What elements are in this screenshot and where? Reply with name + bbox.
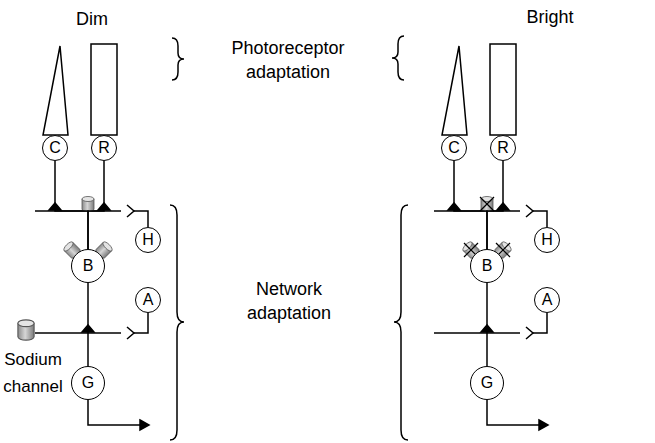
dendrite-bar: [434, 332, 520, 334]
cell-letter: A: [542, 291, 553, 309]
cell-circle: G: [470, 366, 504, 400]
cell-letter: A: [143, 291, 154, 309]
process-fork: [526, 205, 533, 217]
cell-letter: G: [481, 374, 493, 392]
cell-letter: G: [82, 374, 94, 392]
cell-circle: G: [71, 366, 105, 400]
process-fork: [127, 205, 134, 217]
cone-outer-segment: [442, 46, 467, 135]
cell-letter: H: [541, 231, 553, 249]
rod-outer-segment: [91, 44, 117, 135]
process-fork: [526, 327, 533, 339]
output-arrowhead: [539, 420, 548, 430]
cell-letter: B: [83, 257, 94, 275]
cell-circle: B: [470, 249, 504, 283]
synaptic-connection: [487, 161, 503, 249]
sodium-channel: [481, 197, 493, 212]
synaptic-connection: [87, 283, 89, 366]
synaptic-connection: [88, 161, 104, 249]
cell-letter: B: [482, 257, 493, 275]
cell-circle: C: [441, 135, 467, 161]
synaptic-connection: [486, 283, 488, 366]
cell-letter: R: [497, 139, 509, 157]
text-label: Dim: [52, 7, 132, 31]
horizontal-cell-process: [533, 211, 547, 227]
cell-letter: C: [448, 139, 460, 157]
amacrine-cell-process: [134, 313, 148, 333]
cone-outer-segment: [43, 46, 68, 135]
dendrite-bar: [35, 332, 121, 334]
brace: [170, 36, 408, 440]
cell-circle: A: [534, 287, 560, 313]
cell-circle: H: [135, 227, 161, 253]
dim-circuit: [35, 44, 149, 430]
output-arrowhead: [140, 420, 149, 430]
cell-circle: R: [490, 135, 516, 161]
text-label: Photoreceptor adaptation: [210, 36, 366, 84]
rod-outer-segment: [490, 44, 516, 135]
amacrine-cell-process: [533, 313, 547, 333]
legend-sodium-channel: [18, 320, 34, 340]
sodium-channel: [82, 197, 94, 212]
cell-letter: R: [98, 139, 110, 157]
process-fork: [127, 327, 134, 339]
output-line: [88, 400, 140, 425]
synaptic-connection: [55, 161, 88, 249]
legend-label: Sodium channel: [0, 346, 66, 400]
synaptic-connection: [454, 161, 487, 249]
cell-letter: C: [49, 139, 61, 157]
text-label: Network adaptation: [222, 277, 356, 325]
output-line: [487, 400, 539, 425]
horizontal-cell-process: [134, 211, 148, 227]
text-label: Bright: [500, 5, 600, 29]
cell-circle: B: [71, 249, 105, 283]
cell-letter: H: [142, 231, 154, 249]
cell-circle: R: [91, 135, 117, 161]
cell-circle: C: [42, 135, 68, 161]
cell-circle: H: [534, 227, 560, 253]
bright-circuit: [434, 44, 548, 430]
cell-circle: A: [135, 287, 161, 313]
